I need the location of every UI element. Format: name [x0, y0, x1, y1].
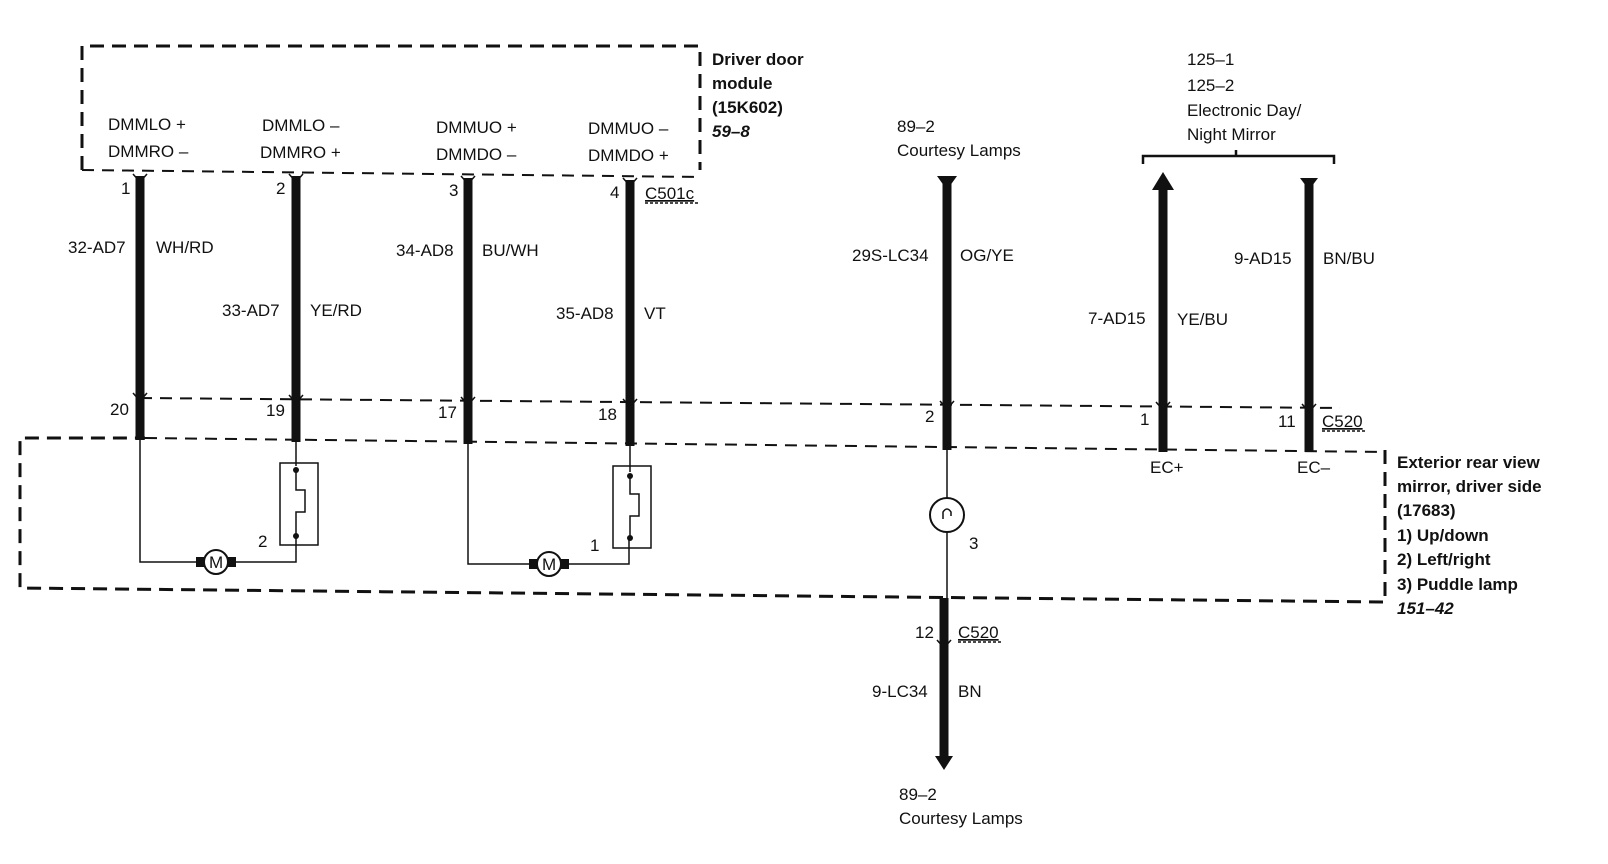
- position-sensor-left: [279, 462, 319, 546]
- ddm-page-ref: 59–8: [712, 122, 750, 141]
- wire2-color: YE/RD: [310, 301, 362, 320]
- ec-plus-label: EC+: [1150, 458, 1184, 477]
- wire-bottom-color: BN: [958, 682, 982, 701]
- wire-3: 3 34-AD8 BU/WH 17: [396, 175, 539, 444]
- puddle-lamp: 3: [929, 450, 978, 600]
- motor-left-circuit: M 2: [139, 440, 319, 575]
- motor-left-num: 2: [258, 532, 267, 551]
- courtesy-top-ref: 89–2: [897, 117, 935, 136]
- puddle-lamp-icon: [929, 497, 965, 533]
- mirror-module-top-edge: [144, 437, 1386, 453]
- ddm-name-line2: module: [712, 74, 772, 93]
- courtesy-top-label: Courtesy Lamps: [897, 141, 1021, 160]
- ddm-pin1-top: DMMLO +: [108, 115, 186, 134]
- edm-label-1: Electronic Day/: [1187, 101, 1302, 120]
- wire-ec-minus-circuit: 9-AD15: [1234, 249, 1292, 268]
- ddm-part-number: (15K602): [712, 98, 783, 117]
- wire1-pin-top: 1: [121, 179, 130, 198]
- wire-courtesy-color: OG/YE: [960, 246, 1014, 265]
- connector-c520-top-label: C520: [1322, 412, 1363, 431]
- mirror-page-ref: 151–42: [1397, 599, 1454, 618]
- wire2-pin-top: 2: [276, 179, 285, 198]
- wire3-pin-bottom: 17: [438, 403, 457, 422]
- ddm-name: Driver door: [712, 50, 804, 69]
- mirror-name-line2: mirror, driver side: [1397, 477, 1542, 496]
- wire-2: 2 33-AD7 YE/RD 19: [222, 173, 362, 442]
- edm-ref-2: 125–2: [1187, 76, 1234, 95]
- wire-1: 1 32-AD7 WH/RD 20: [68, 173, 214, 440]
- wire1-pin-bottom: 20: [110, 400, 129, 419]
- wire-4: 4 35-AD8 VT 18 C501c: [556, 177, 698, 446]
- connector-c520-dashed-line: [139, 397, 1341, 409]
- connector-c520-bottom-label: C520: [958, 623, 999, 642]
- driver-door-module-bottom-edge: [81, 169, 701, 178]
- ddm-pin4-bottom: DMMDO +: [588, 146, 669, 165]
- wire-ec-plus: 7-AD15 YE/BU 1 EC+: [1088, 172, 1228, 477]
- lamp-num: 3: [969, 534, 978, 553]
- position-sensor-right: [612, 465, 652, 549]
- driver-door-module-outline: [80, 44, 702, 170]
- wire-ec-plus-color: YE/BU: [1177, 310, 1228, 329]
- motor-right-num: 1: [590, 536, 599, 555]
- edm-ref-1: 125–1: [1187, 50, 1234, 69]
- wire3-circuit: 34-AD8: [396, 241, 454, 260]
- ec-minus-label: EC–: [1297, 458, 1331, 477]
- courtesy-bottom-ref: 89–2: [899, 785, 937, 804]
- courtesy-bottom-label: Courtesy Lamps: [899, 809, 1023, 828]
- wire-courtesy-pin: 2: [925, 407, 934, 426]
- svg-text:M: M: [209, 553, 223, 572]
- wire4-color: VT: [644, 304, 666, 323]
- wire-ec-minus-color: BN/BU: [1323, 249, 1375, 268]
- wire4-pin-bottom: 18: [598, 405, 617, 424]
- ddm-pin2-top: DMMLO –: [262, 116, 340, 135]
- mirror-item-updown: 1) Up/down: [1397, 526, 1489, 545]
- motor-right-circuit: M 1: [467, 444, 652, 577]
- edm-bracket: [1141, 150, 1336, 164]
- wire-courtesy-circuit: 29S-LC34: [852, 246, 929, 265]
- wire-courtesy-bottom: 12 C520 9-LC34 BN: [872, 598, 1003, 770]
- wire4-pin-top: 4: [610, 183, 619, 202]
- wire2-pin-bottom: 19: [266, 401, 285, 420]
- ddm-pin1-bottom: DMMRO –: [108, 142, 189, 161]
- svg-text:M: M: [542, 555, 556, 574]
- connector-c501c-label: C501c: [645, 184, 695, 203]
- wire-bottom-pin: 12: [915, 623, 934, 642]
- wire-ec-minus: 9-AD15 BN/BU 11 C520 EC–: [1234, 178, 1375, 477]
- mirror-name: Exterior rear view: [1397, 453, 1540, 472]
- wire1-color: WH/RD: [156, 238, 214, 257]
- ddm-pin4-top: DMMUO –: [588, 119, 669, 138]
- wire-courtesy: 29S-LC34 OG/YE 2: [852, 176, 1014, 450]
- wire1-circuit: 32-AD7: [68, 238, 126, 257]
- wire2-circuit: 33-AD7: [222, 301, 280, 320]
- wire3-color: BU/WH: [482, 241, 539, 260]
- wire-ec-minus-pin: 11: [1278, 412, 1296, 431]
- mirror-item-puddle: 3) Puddle lamp: [1397, 575, 1518, 594]
- wire-bottom-circuit: 9-LC34: [872, 682, 928, 701]
- mirror-item-leftright: 2) Left/right: [1397, 550, 1491, 569]
- mirror-part-number: (17683): [1397, 501, 1456, 520]
- ddm-pin3-top: DMMUO +: [436, 118, 517, 137]
- mirror-module-outline: [18, 436, 1387, 604]
- ddm-pin3-bottom: DMMDO –: [436, 145, 517, 164]
- wire4-circuit: 35-AD8: [556, 304, 614, 323]
- wire-ec-plus-pin: 1: [1140, 410, 1149, 429]
- wire-ec-plus-circuit: 7-AD15: [1088, 309, 1146, 328]
- wire3-pin-top: 3: [449, 181, 458, 200]
- ddm-pin2-bottom: DMMRO +: [260, 143, 341, 162]
- edm-label-2: Night Mirror: [1187, 125, 1276, 144]
